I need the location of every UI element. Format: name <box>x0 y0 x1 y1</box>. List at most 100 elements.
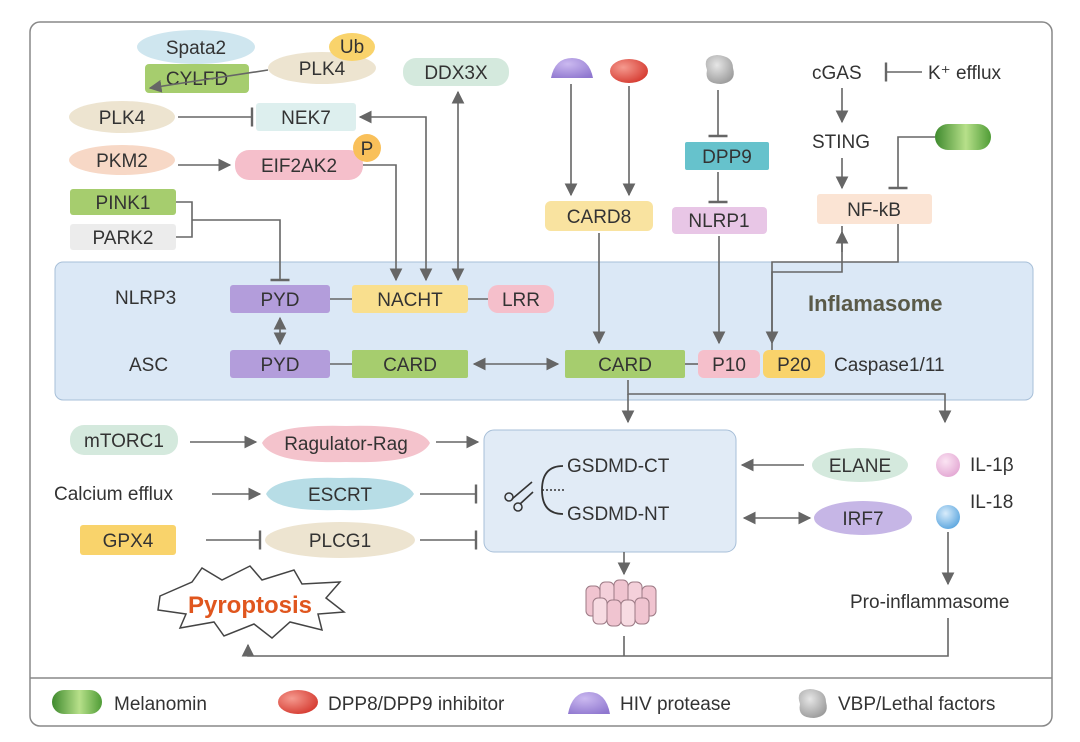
eif2ak2-nacht-arrow <box>363 164 403 282</box>
card-asc-node <box>352 350 468 378</box>
nfkb-label: NF-kB <box>847 200 901 221</box>
mtorc1-node <box>70 425 178 455</box>
lrr-node <box>488 285 554 313</box>
inflam-nfkb-feedback <box>771 230 849 350</box>
cgas-label: cGAS <box>812 63 862 84</box>
cylfd-arrow <box>148 69 269 93</box>
pyroptosis-label: Pyroptosis <box>188 592 312 619</box>
plk4-label: PLK4 <box>99 108 146 129</box>
nlrp3-label: NLRP3 <box>115 288 176 309</box>
park2-node <box>70 224 176 250</box>
dpp-inhibitor-icon <box>610 59 648 83</box>
cylfd-label: CYLFD <box>166 69 228 90</box>
phospho-label: P <box>361 139 374 160</box>
escrt-node <box>266 477 414 511</box>
nfkb-node <box>817 194 932 224</box>
elane-label: ELANE <box>829 456 891 477</box>
pink-inhibits-pyd <box>192 219 290 282</box>
ub-label: Ub <box>340 37 364 58</box>
p20-node <box>763 350 825 378</box>
il18-label: IL-18 <box>970 492 1013 513</box>
il1b-label: IL-1β <box>970 455 1014 476</box>
nlrp1-node <box>672 207 767 234</box>
ragulator-node <box>262 425 430 463</box>
ddx3x-label: DDX3X <box>424 63 488 84</box>
card8-node <box>545 201 653 231</box>
legend-melanomin-label: Melanomin <box>114 694 207 715</box>
melanomin-inhibits-nfkb <box>888 136 935 190</box>
vbp-icon <box>705 55 734 84</box>
legend-melanomin-icon <box>52 690 102 714</box>
legend-hiv-icon <box>568 692 610 714</box>
nlrp1-label: NLRP1 <box>688 211 749 232</box>
p10-label: P10 <box>712 355 746 376</box>
gpx4-label: GPX4 <box>103 531 154 552</box>
asc-label: ASC <box>129 355 168 376</box>
pyd-asc-label: PYD <box>260 355 299 376</box>
pyd-asc-node <box>230 350 330 378</box>
connectors <box>148 62 955 657</box>
p20-label: P20 <box>777 355 811 376</box>
spata2-node <box>137 30 255 64</box>
pyd-nlrp3-label: PYD <box>260 290 299 311</box>
melanomin-icon <box>935 124 991 150</box>
pyd-nlrp3-node <box>230 285 330 313</box>
ragulator-label: Ragulator-Rag <box>284 434 408 455</box>
gpx4-node <box>80 525 176 555</box>
calcium-label: Calcium efflux <box>54 484 173 505</box>
eif2ak2-node <box>235 150 363 180</box>
legend-dpp-icon <box>278 690 318 714</box>
nacht-node <box>352 285 468 313</box>
plk4-node <box>69 101 175 133</box>
caspase-il-arrow <box>627 380 952 424</box>
il18-icon <box>936 505 960 529</box>
ub-node <box>329 33 375 61</box>
card-asc-label: CARD <box>383 355 437 376</box>
legend-hiv-label: HIV protease <box>620 694 731 715</box>
nacht-label: NACHT <box>377 290 443 311</box>
nek7-node <box>256 103 356 131</box>
scissors-icon <box>504 481 534 512</box>
eif2ak2-label: EIF2AK2 <box>261 156 337 177</box>
elane-node <box>812 448 908 482</box>
nek7-nacht-link <box>358 110 433 282</box>
gsdmd-ct-label: GSDMD-CT <box>567 456 670 477</box>
inflamasome-title: Inflamasome <box>808 291 943 316</box>
pro-pyroptosis-arrow <box>241 618 949 657</box>
card-caspase-node <box>565 350 685 378</box>
dpp9-node <box>685 142 769 170</box>
legend-vbp-icon <box>798 689 827 718</box>
pink1-node <box>70 189 176 215</box>
irf7-node <box>814 501 912 535</box>
legend-vbp-label: VBP/Lethal factors <box>838 694 995 715</box>
k-efflux-label: K⁺ efflux <box>928 63 1002 84</box>
cylfd-node <box>145 64 249 93</box>
dpp9-label: DPP9 <box>702 147 752 168</box>
pro-inflammasome-label: Pro-inflammasome <box>850 592 1009 613</box>
inflamasome-region <box>54 261 1034 401</box>
lrr-label: LRR <box>502 290 540 311</box>
nek7-label: NEK7 <box>281 108 331 129</box>
card-caspase-label: CARD <box>598 355 652 376</box>
escrt-label: ESCRT <box>308 485 372 506</box>
plcg1-label: PLCG1 <box>309 531 371 552</box>
pkm2-node <box>69 145 175 175</box>
il1b-icon <box>936 453 960 477</box>
card8-label: CARD8 <box>567 207 631 228</box>
gsdmd-nt-label: GSDMD-NT <box>567 504 670 525</box>
pyroptosis-burst <box>157 565 346 639</box>
gsdmd-box <box>483 429 737 553</box>
irf7-label: IRF7 <box>842 509 883 530</box>
hiv-protease-icon <box>551 58 593 78</box>
plcg1-node <box>265 522 415 558</box>
sting-label: STING <box>812 132 870 153</box>
plk4-top-label: PLK4 <box>299 59 346 80</box>
mtorc1-label: mTORC1 <box>84 431 164 452</box>
p10-node <box>698 350 760 378</box>
pink1-label: PINK1 <box>96 193 151 214</box>
caspase-label: Caspase1/11 <box>834 355 945 376</box>
ddx3x-node <box>403 58 509 86</box>
legend-dpp-label: DPP8/DPP9 inhibitor <box>328 694 505 715</box>
